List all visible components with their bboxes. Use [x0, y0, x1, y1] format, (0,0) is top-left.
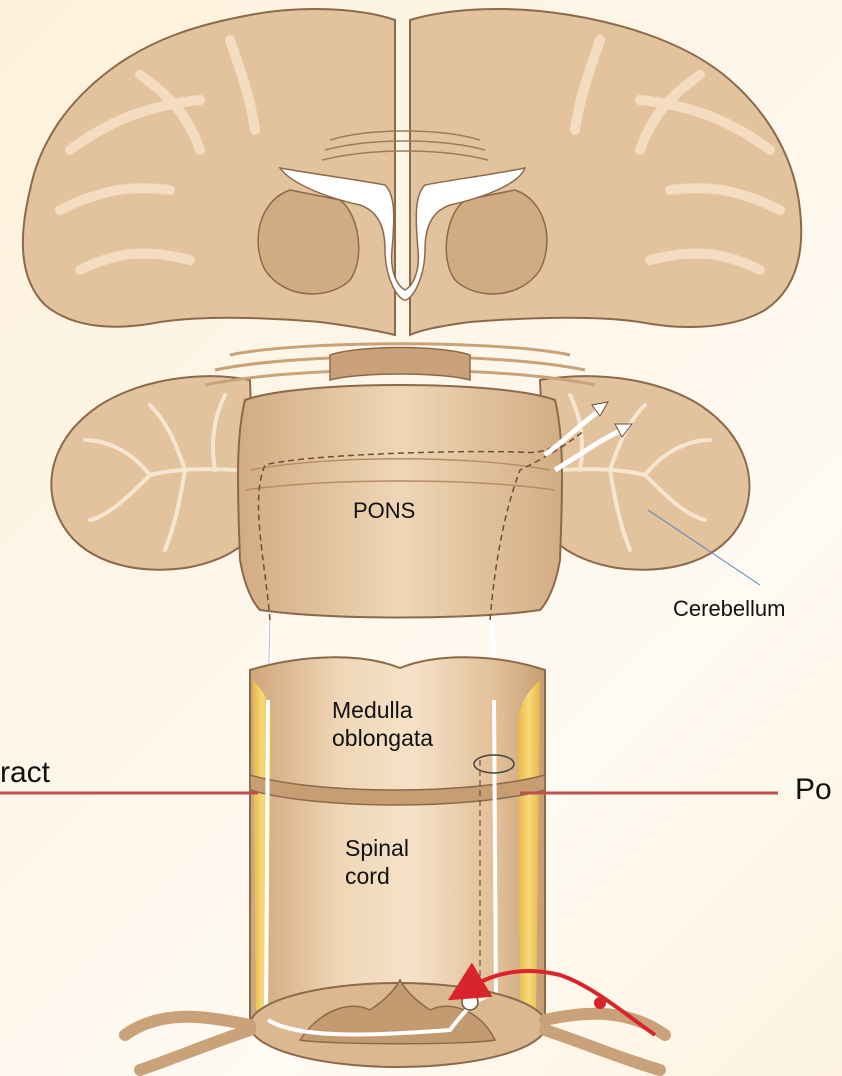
left-tract-label: ract — [0, 755, 50, 791]
spinal-cord-label: Spinal cord — [345, 835, 409, 890]
right-tract-label: Po — [795, 772, 832, 808]
right-nerve-root — [545, 1014, 665, 1070]
medulla-label: Medulla oblongata — [332, 697, 433, 752]
left-nerve-root — [125, 1017, 250, 1070]
cerebrum-section — [23, 9, 801, 335]
cord-cross-section — [125, 980, 665, 1070]
midbrain — [330, 348, 470, 381]
cerebellum-label: Cerebellum — [673, 596, 786, 622]
right-thalamus — [446, 190, 547, 294]
ganglion — [594, 997, 606, 1009]
left-thalamus — [258, 190, 359, 294]
pons-label: PONS — [353, 498, 415, 524]
corpus-callosum — [322, 131, 488, 160]
